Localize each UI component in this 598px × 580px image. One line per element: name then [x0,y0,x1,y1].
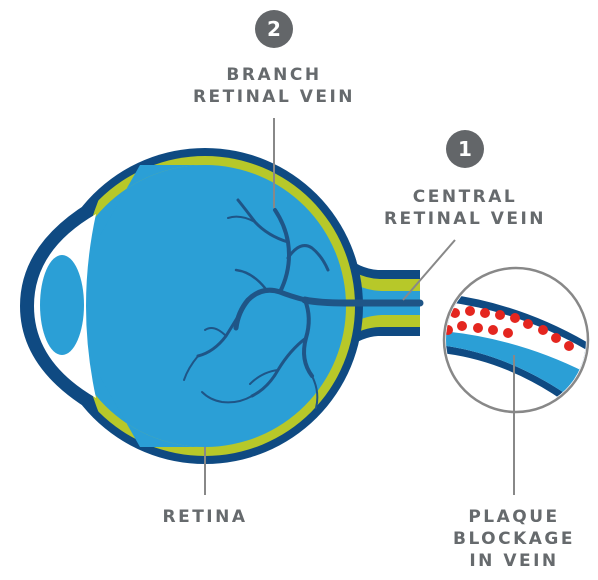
retina-label: RETINA [140,506,270,528]
label-line: RETINAL VEIN [176,86,372,108]
lens [40,255,84,355]
marker-badge-2: 2 [255,10,293,48]
central-retinal-vein [305,300,420,303]
label-line: BLOCKAGE [438,528,590,550]
label-line: IN VEIN [438,550,590,572]
label-line: RETINAL VEIN [366,208,564,230]
label-line: CENTRAL [366,186,564,208]
central-retinal-vein-label: CENTRAL RETINAL VEIN [366,186,564,230]
branch-retinal-vein-label: BRANCH RETINAL VEIN [176,64,372,108]
label-line: BRANCH [176,64,372,86]
marker-badge-1: 1 [446,130,484,168]
plaque-blockage-label: PLAQUE BLOCKAGE IN VEIN [438,506,590,572]
label-line: PLAQUE [438,506,590,528]
